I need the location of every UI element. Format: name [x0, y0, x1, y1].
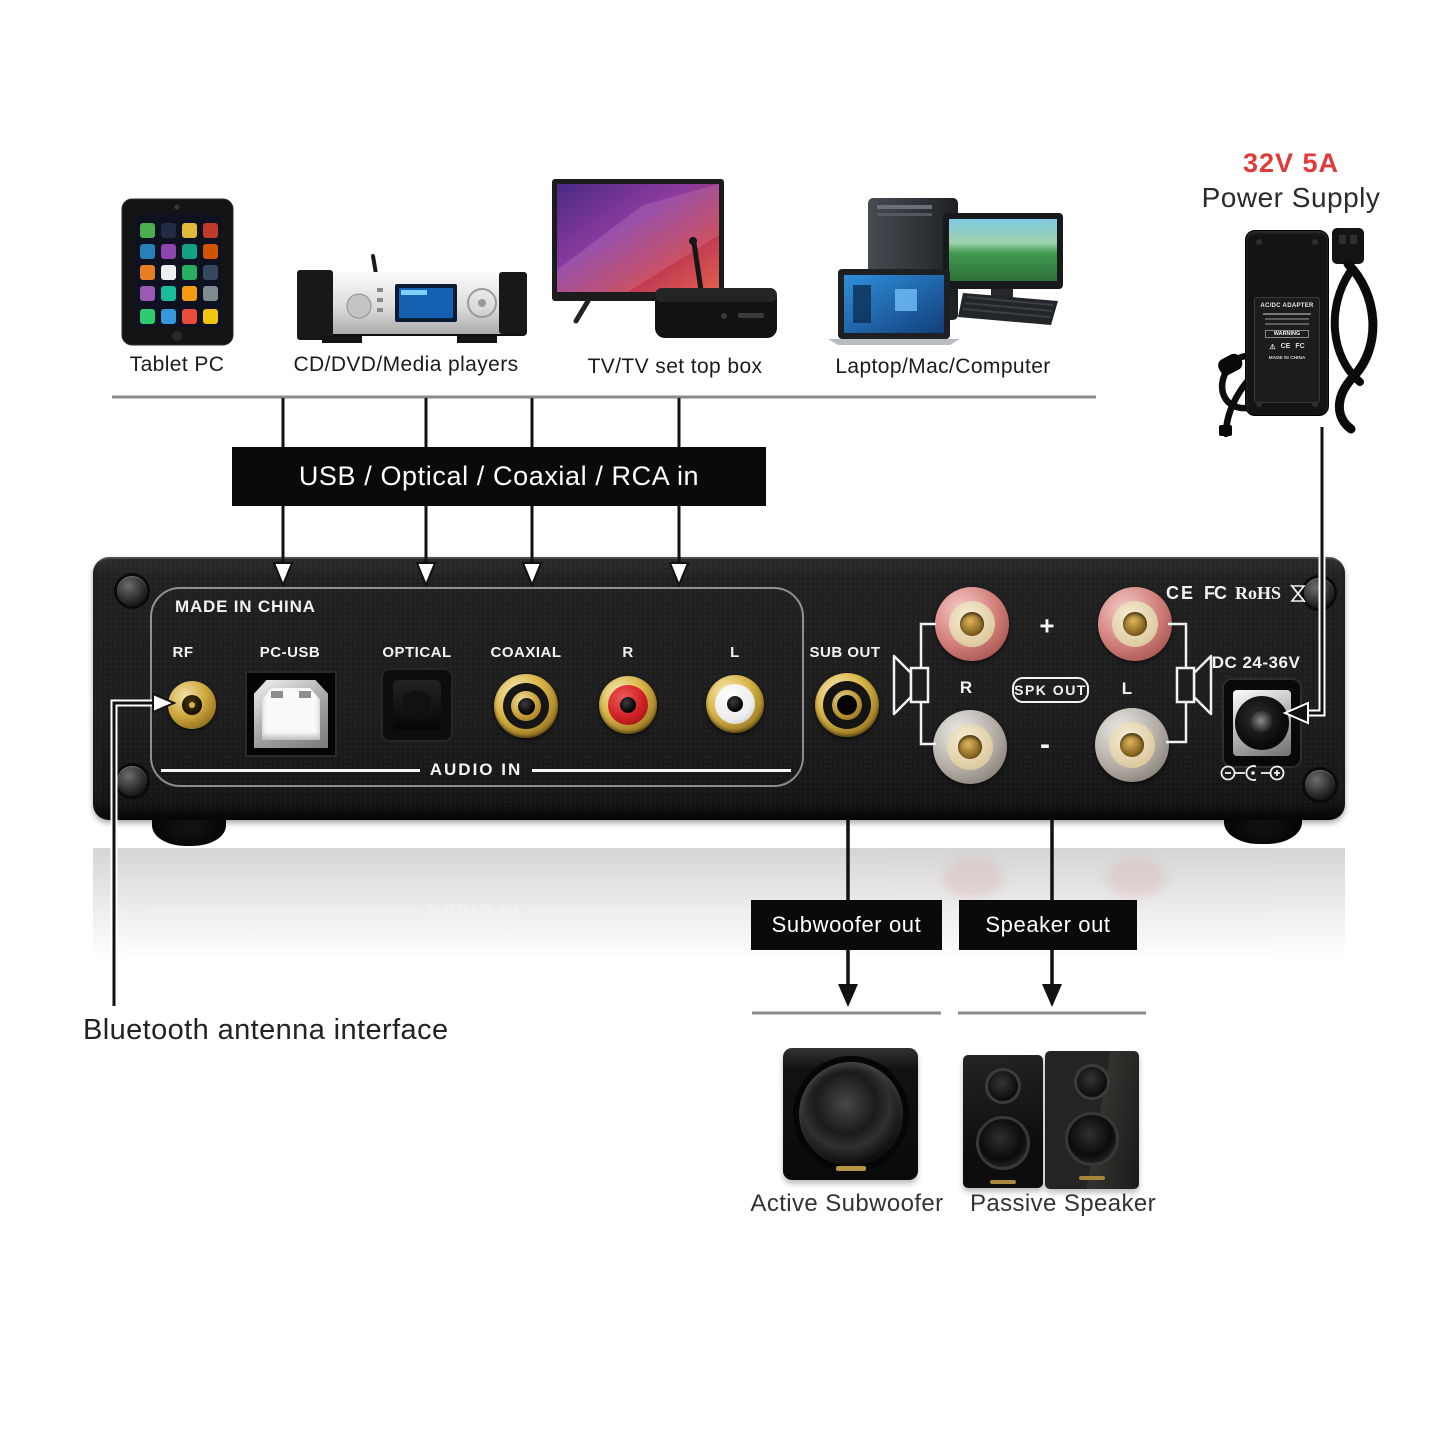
- subwoofer-out-banner: Subwoofer out: [751, 900, 942, 950]
- subwoofer-caption: Active Subwoofer: [750, 1190, 944, 1217]
- hourglass-crossed-icon: [1290, 584, 1306, 603]
- tablet-pc-image: [121, 198, 234, 346]
- made-in-china-text: MADE IN CHINA: [175, 597, 316, 616]
- amp-reflection: AUDIO IN: [93, 848, 1345, 966]
- passive-speaker-left-image: [963, 1055, 1043, 1188]
- binding-post-r-minus: [933, 710, 1007, 784]
- source-label-tablet: Tablet PC: [129, 353, 225, 376]
- spk-l-label: L: [1121, 679, 1133, 698]
- speaker-out-banner: Speaker out: [959, 900, 1137, 950]
- audio-in-group-outline: [150, 587, 804, 787]
- adapter-warning-icon: ⚠: [1269, 344, 1276, 351]
- rf-label: RF: [172, 644, 194, 661]
- input-banner: USB / Optical / Coaxial / RCA in: [232, 447, 766, 506]
- spk-r-label: R: [959, 678, 973, 697]
- computer-image: [828, 198, 1063, 345]
- sub-out-jack: [815, 673, 879, 737]
- amplifier-back-panel: MADE IN CHINA AUDIO IN RF PC-USB OPTICAL…: [93, 557, 1345, 820]
- pc-usb-label: PC-USB: [259, 644, 321, 661]
- dc-input-jack: [1222, 678, 1302, 768]
- adapter-title-text: AC/DC ADAPTER: [1260, 303, 1314, 309]
- binding-post-l-plus: [1098, 587, 1172, 661]
- optical-label: OPTICAL: [382, 644, 452, 661]
- spk-out-badge: SPK OUT: [1012, 677, 1089, 703]
- adapter-warning-text: WARNING: [1265, 330, 1309, 338]
- rf-antenna-connector: [168, 681, 216, 729]
- audio-in-line: [532, 768, 791, 772]
- screw-icon: [117, 766, 147, 796]
- ce-mark: CE: [1166, 583, 1196, 603]
- power-cord-icon: [1218, 228, 1378, 437]
- plus-sign: +: [1039, 610, 1055, 641]
- audio-in-line: [161, 768, 420, 772]
- optical-port: [381, 668, 453, 742]
- tv-settopbox-image: [552, 179, 777, 338]
- passive-speaker-right-image: [1045, 1051, 1139, 1189]
- power-rating-text: 32V 5A: [1242, 148, 1340, 178]
- rohs-mark: RoHS: [1235, 583, 1282, 603]
- certification-marks: CE FC RoHS: [1166, 583, 1306, 604]
- binding-post-l-minus: [1095, 708, 1169, 782]
- screw-icon: [1305, 770, 1335, 800]
- audio-in-text: AUDIO IN: [429, 760, 523, 779]
- screw-icon: [1304, 578, 1334, 608]
- fcc-mark: FC: [1204, 583, 1227, 603]
- rca-left-jack: [706, 675, 764, 733]
- adapter-made-in-text: MADE IN CHINA: [1268, 356, 1306, 361]
- source-label-computer: Laptop/Mac/Computer: [835, 355, 1051, 378]
- media-player-image: [297, 254, 527, 343]
- rca-right-jack: [599, 676, 657, 734]
- source-label-media-player: CD/DVD/Media players: [293, 353, 519, 376]
- screw-icon: [117, 576, 147, 606]
- minus-sign: -: [1040, 728, 1050, 761]
- bluetooth-note: Bluetooth antenna interface: [83, 1014, 449, 1046]
- audio-in-legend: AUDIO IN: [161, 760, 791, 780]
- reflection-audio-in: AUDIO IN: [150, 900, 800, 920]
- speaker-caption: Passive Speaker: [969, 1190, 1157, 1217]
- power-supply-title: Power Supply: [1201, 182, 1381, 213]
- rca-l-label: L: [730, 644, 740, 661]
- pc-usb-port: [245, 671, 337, 757]
- dc-input-label: DC 24-36V: [1211, 653, 1301, 672]
- coaxial-label: COAXIAL: [490, 644, 562, 661]
- subwoofer-image: [783, 1048, 918, 1180]
- binding-post-r-plus: [935, 587, 1009, 661]
- coaxial-jack: [494, 674, 558, 738]
- dc-polarity-icon: [1220, 765, 1285, 781]
- rca-r-label: R: [622, 644, 634, 661]
- source-label-tv: TV/TV set top box: [587, 355, 763, 378]
- sub-out-label: SUB OUT: [809, 644, 881, 661]
